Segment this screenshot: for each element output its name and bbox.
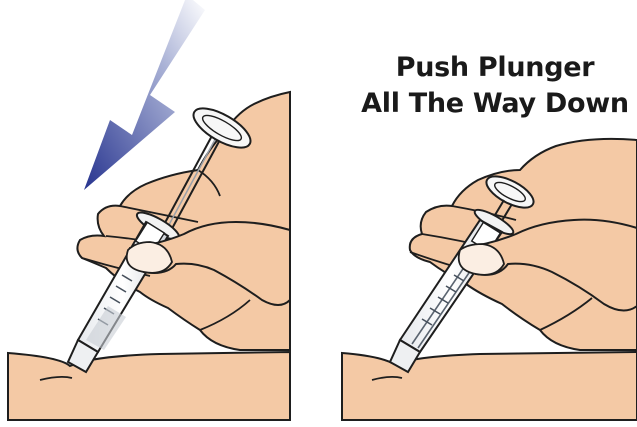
skin-surface-right xyxy=(342,352,637,420)
instruction-line-2: All The Way Down xyxy=(330,86,637,122)
instruction-caption: Push Plunger All The Way Down xyxy=(330,50,637,122)
skin-surface-left xyxy=(8,352,290,420)
instruction-line-1: Push Plunger xyxy=(330,50,637,86)
left-panel xyxy=(8,0,290,420)
right-panel xyxy=(342,139,637,420)
push-down-arrow-icon xyxy=(84,0,205,190)
